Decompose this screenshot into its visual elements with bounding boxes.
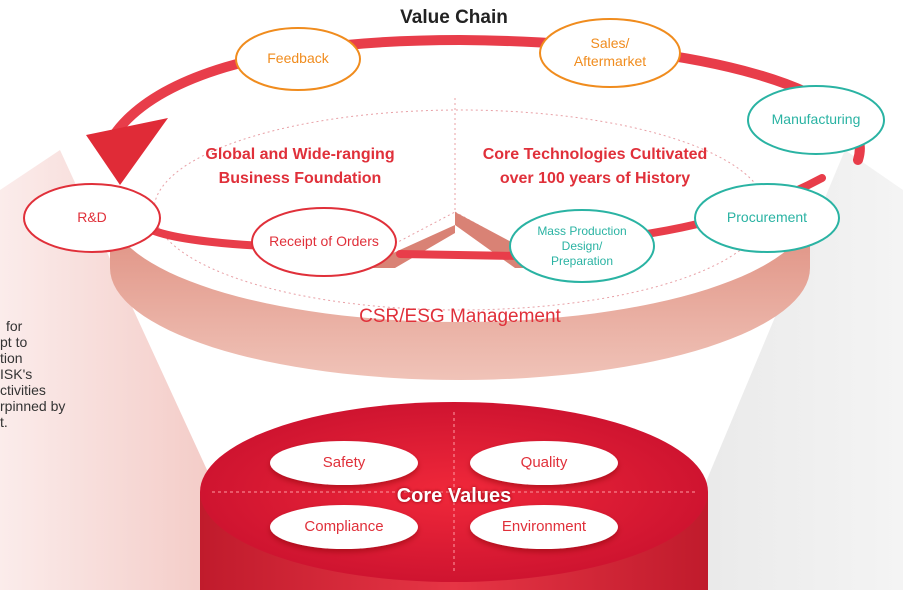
funnel-right — [690, 150, 903, 590]
stage-feedback-node — [235, 27, 361, 91]
stage-manufacturing-node — [747, 85, 885, 155]
value-chain-title: Value Chain — [400, 7, 508, 28]
funnel-left — [0, 150, 230, 590]
stage-rnd-label: R&D — [77, 209, 107, 225]
stage-sales-label: Sales/ Aftermarket — [573, 35, 647, 69]
stage-mass-production-label: Mass Production Design/ Preparation — [537, 224, 627, 268]
core-value-environment-label: Environment — [501, 518, 587, 535]
stage-receipt-label: Receipt of Orders — [269, 233, 379, 249]
stage-rnd-node — [23, 183, 161, 253]
core-value-compliance-node — [270, 505, 418, 549]
csr-esg-management-label: CSR/ESG Management — [359, 306, 561, 327]
stage-receipt-node — [251, 207, 397, 277]
stage-mass-production-node — [509, 209, 655, 283]
core-value-safety-node — [270, 441, 418, 485]
stage-procurement-label: Procurement — [726, 209, 808, 225]
core-values-title: Core Values — [396, 485, 512, 507]
stage-sales-node — [539, 18, 681, 88]
foundation-left-label: Global and Wide-ranging Business Foundat… — [205, 146, 395, 187]
foundation-right-label: Core Technologies Cultivated over 100 ye… — [482, 146, 708, 187]
core-value-compliance-label: Compliance — [304, 518, 384, 535]
stage-manufacturing-label: Manufacturing — [771, 111, 861, 127]
core-value-safety-label: Safety — [322, 454, 366, 471]
stage-procurement-node — [694, 183, 840, 253]
stage-feedback-label: Feedback — [267, 50, 329, 66]
side-description-text: for pt to tion ISK's ctivities rpinned b… — [0, 318, 66, 430]
core-value-quality-label: Quality — [520, 454, 568, 471]
core-value-environment-node — [470, 505, 618, 549]
core-value-quality-node — [470, 441, 618, 485]
